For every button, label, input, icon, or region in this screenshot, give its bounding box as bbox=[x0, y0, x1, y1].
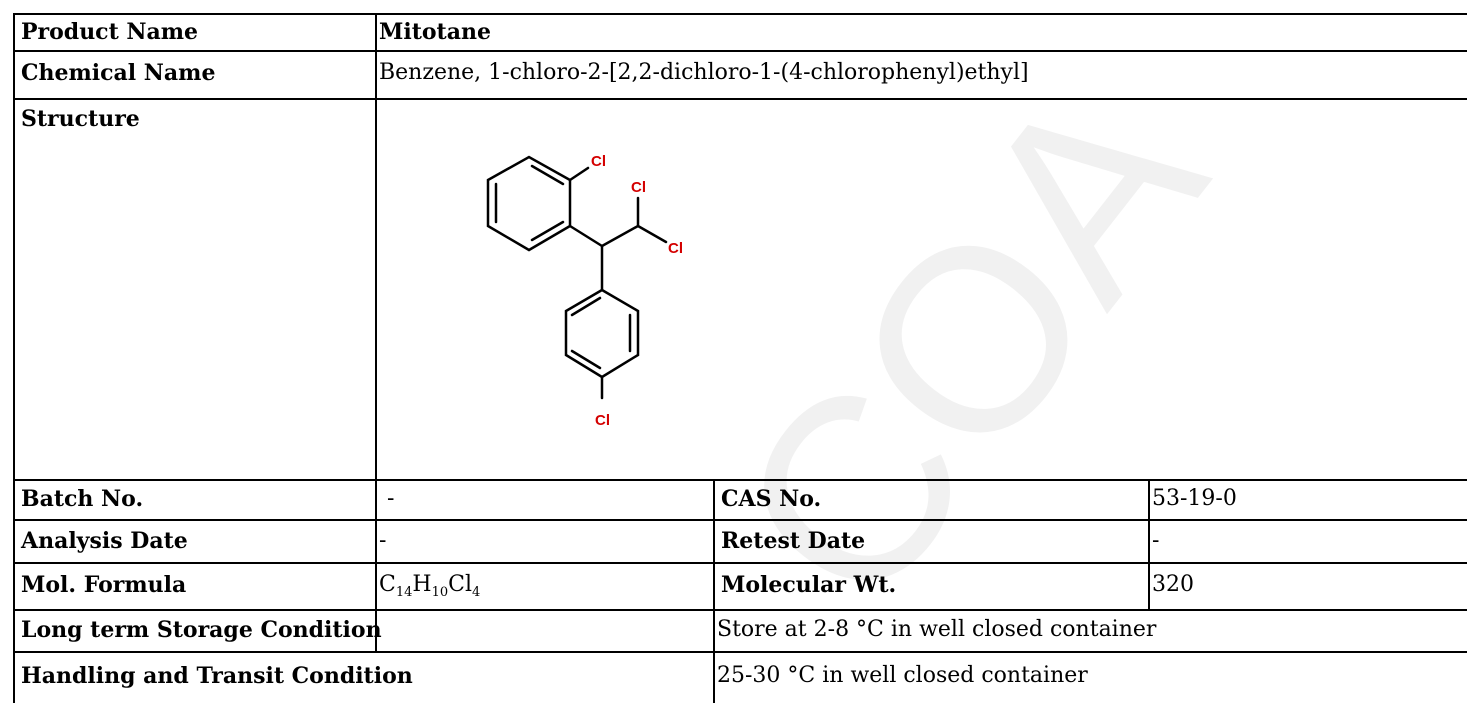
product-name-value: Mitotane bbox=[379, 19, 491, 45]
atom-label-cl-3: Cl bbox=[668, 240, 683, 257]
benzene-ring-top bbox=[486, 155, 572, 252]
benzene-ring-bottom bbox=[564, 288, 640, 379]
chemical-name-value: Benzene, 1-chloro-2-[2,2-dichloro-1-(4-c… bbox=[379, 60, 1029, 85]
atom-label-cl-2: Cl bbox=[631, 179, 646, 196]
product-name-label: Product Name bbox=[21, 19, 199, 45]
chemical-name-label: Chemical Name bbox=[21, 60, 216, 86]
structure-image: Cl Cl Cl Cl bbox=[486, 153, 683, 429]
cl-bond-1 bbox=[568, 166, 590, 182]
structure-label: Structure bbox=[21, 106, 140, 132]
atom-label-cl-4: Cl bbox=[595, 412, 610, 429]
coa-table: Product Name Mitotane Chemical Name Benz… bbox=[13, 13, 1467, 703]
atom-label-cl-1: Cl bbox=[591, 153, 606, 170]
